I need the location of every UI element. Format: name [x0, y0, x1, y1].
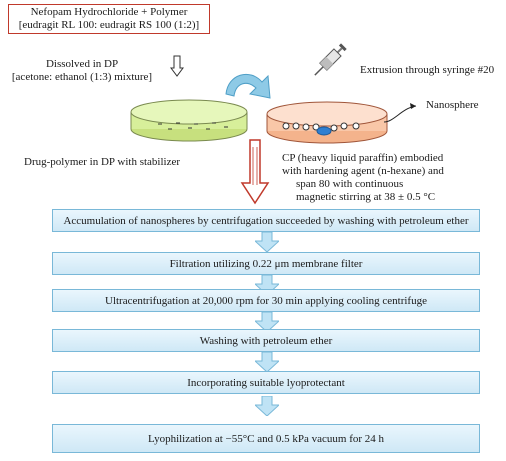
formulation-box: Nefopam Hydrochloride + Polymer [eudragi… [8, 4, 210, 34]
dissolved-line-1: Dissolved in DP [45, 58, 119, 70]
dissolved-label: Dissolved in DP [acetone: ethanol (1:3) … [2, 58, 162, 84]
step-box: Lyophilization at −55°C and 0.5 kPa vacu… [52, 424, 480, 453]
left-dish-icon [130, 99, 248, 142]
step-arrow-icon [255, 312, 279, 332]
step-arrow-icon [255, 232, 279, 252]
dissolved-line-2: [acetone: ethanol (1:3) mixture] [11, 71, 153, 83]
formulation-line-2: [eudragit RL 100: eudragit RS 100 (1:2)] [18, 19, 200, 31]
nanosphere-pointer-icon [383, 103, 417, 123]
nanosphere-label: Nanosphere [426, 99, 479, 111]
hollow-down-arrow-icon [170, 55, 184, 77]
right-dish-icon [266, 101, 388, 144]
curved-arrow-icon [225, 73, 271, 99]
drug-polymer-label: Drug-polymer in DP with stabilizer [24, 156, 181, 168]
cp-label: CP (heavy liquid paraffin) embodied with… [282, 152, 444, 204]
syringe-icon [314, 43, 347, 76]
step-arrow-icon [255, 352, 279, 372]
cp-line-4: magnetic stirring at 38 ± 0.5 °C [296, 191, 436, 203]
cp-line-3: span 80 with continuous [296, 178, 404, 190]
step-box: Accumulation of nanospheres by centrifug… [52, 209, 480, 232]
step-box: Incorporating suitable lyoprotectant [52, 371, 480, 394]
formulation-line-1: Nefopam Hydrochloride + Polymer [30, 6, 188, 18]
red-down-arrow-icon [240, 139, 270, 205]
cp-line-2: with hardening agent (n-hexane) and [282, 165, 444, 177]
cp-line-1: CP (heavy liquid paraffin) embodied [282, 152, 444, 164]
step-box: Washing with petroleum ether [52, 329, 480, 352]
extrusion-label: Extrusion through syringe #20 [360, 64, 495, 76]
step-box: Ultracentrifugation at 20,000 rpm for 30… [52, 289, 480, 312]
step-box: Filtration utilizing 0.22 μm membrane fi… [52, 252, 480, 275]
step-arrow-icon [255, 396, 279, 416]
